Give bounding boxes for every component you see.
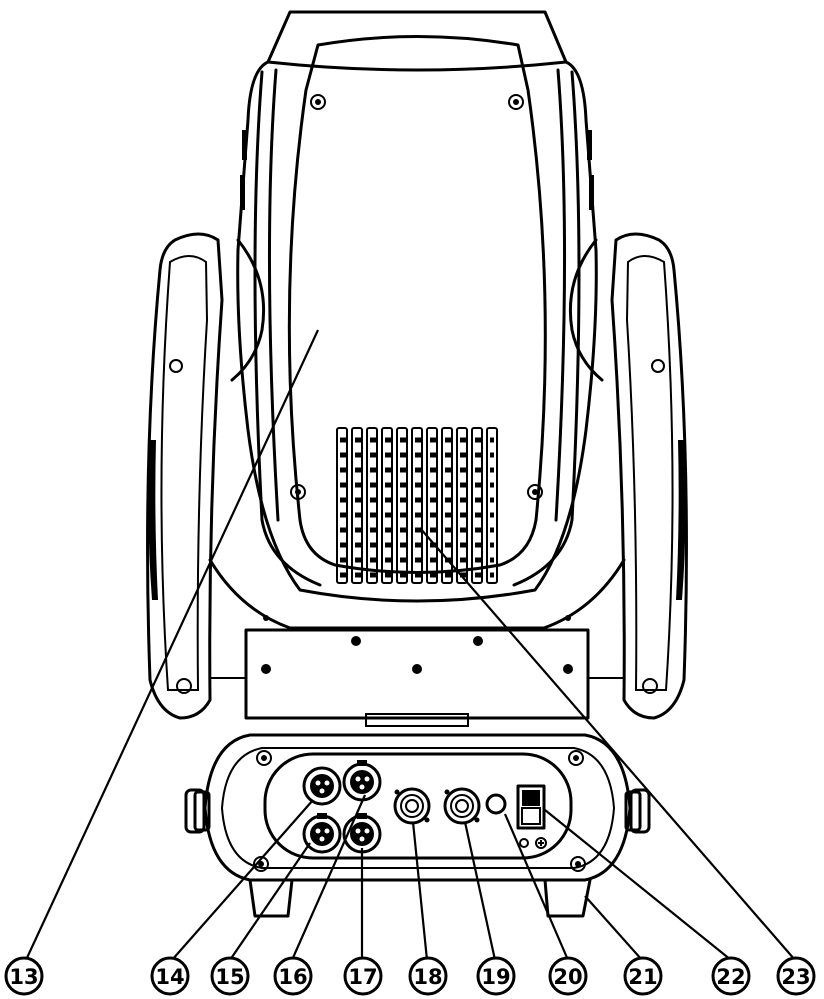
yoke-right-arm xyxy=(610,232,688,720)
callout-label: 15 xyxy=(215,965,244,989)
callout-label: 21 xyxy=(628,965,657,989)
callout-22: 22 xyxy=(711,956,751,996)
callout-lines xyxy=(25,329,796,961)
head xyxy=(230,10,604,603)
callout-label: 22 xyxy=(716,965,745,989)
xlr-connectors xyxy=(302,760,382,854)
rear-panel xyxy=(263,752,573,860)
callout-15: 15 xyxy=(210,956,250,996)
callout-19: 19 xyxy=(476,956,516,996)
callout-16: 16 xyxy=(273,956,313,996)
callout-14: 14 xyxy=(150,956,190,996)
callout-21: 21 xyxy=(623,956,663,996)
callout-label: 19 xyxy=(481,965,510,989)
callout-label: 17 xyxy=(348,965,377,989)
callout-label: 18 xyxy=(413,965,442,989)
power-connectors xyxy=(393,787,481,825)
callout-23: 23 xyxy=(776,956,816,996)
yoke-body xyxy=(208,558,626,727)
callout-17: 17 xyxy=(343,956,383,996)
base xyxy=(184,733,651,918)
callout-label: 14 xyxy=(155,965,184,989)
power-switch xyxy=(516,784,546,830)
callout-label: 23 xyxy=(781,965,810,989)
callout-13: 13 xyxy=(4,956,44,996)
callout-label: 20 xyxy=(553,965,582,989)
fuse-holder xyxy=(485,793,507,815)
callout-label: 16 xyxy=(278,965,307,989)
callout-label: 13 xyxy=(9,965,38,989)
vent-fins xyxy=(336,427,498,584)
yoke-left-arm xyxy=(146,232,224,720)
callout-20: 20 xyxy=(548,956,588,996)
callout-18: 18 xyxy=(408,956,448,996)
